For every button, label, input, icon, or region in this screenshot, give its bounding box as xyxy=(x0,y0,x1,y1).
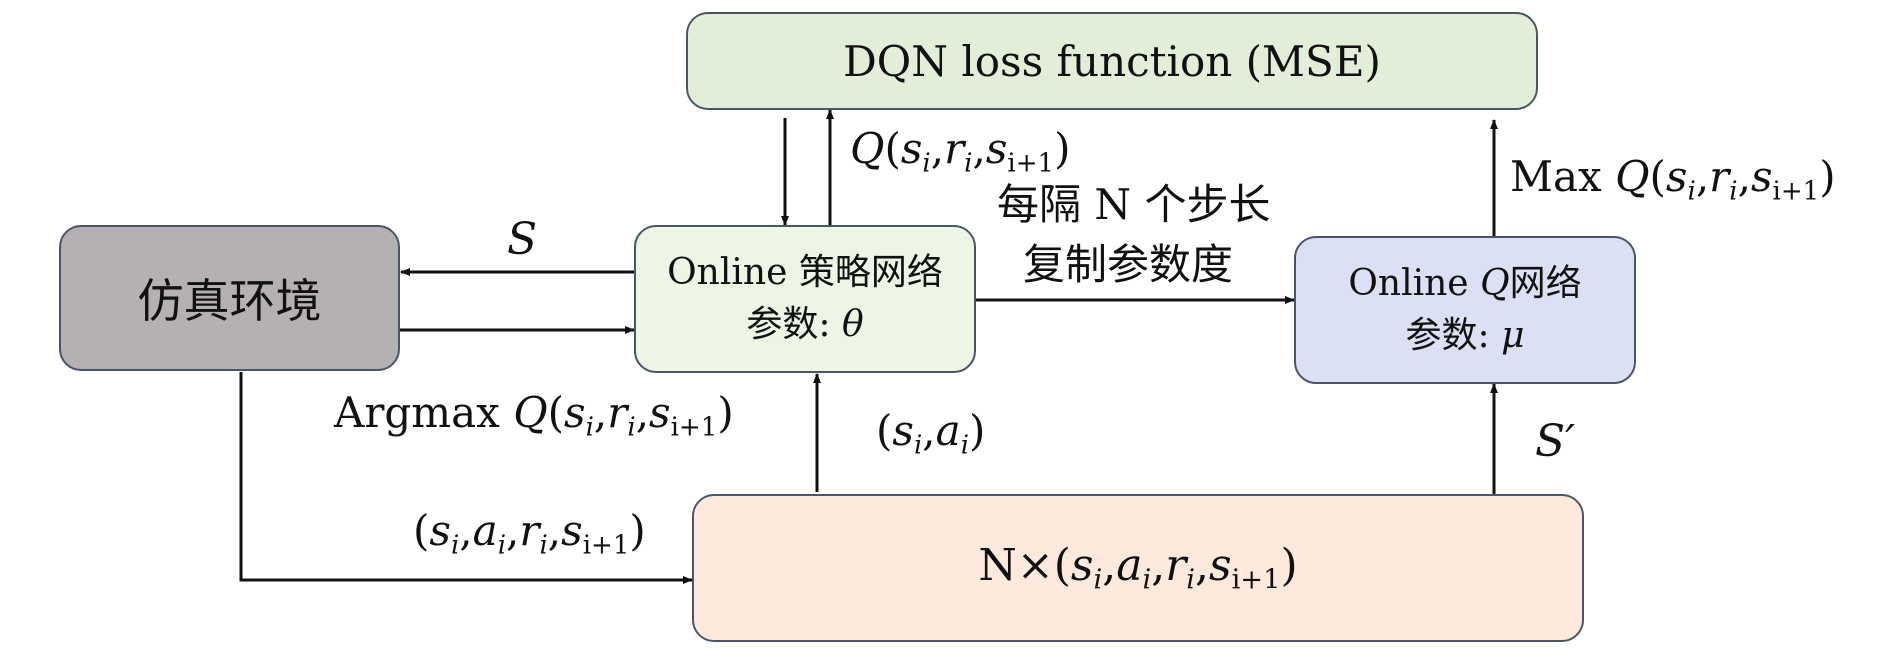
edge-label-next-state: S′ xyxy=(1535,416,1576,467)
simulation-environment-node: 仿真环境 xyxy=(59,225,400,371)
edge-label-state-action: (si,ai) xyxy=(876,406,986,461)
edge-label-transition: (si,ai,ri,si+1) xyxy=(413,506,646,561)
qnet-params: 参数: μ xyxy=(1405,315,1525,356)
edge-label-q-policy: Q(si,ri,si+1) xyxy=(850,124,1071,179)
edge-label-state: S xyxy=(507,214,538,265)
online-policy-network-node: Online 策略网络 参数: θ xyxy=(634,225,976,373)
replay-buffer-label: N×(si,ai,ri,si+1) xyxy=(978,540,1298,596)
edge-sim-to-buffer xyxy=(239,372,693,584)
simulation-environment-label: 仿真环境 xyxy=(137,274,322,328)
policy-params: 参数: θ xyxy=(746,304,864,345)
edge-label-max-q: Max Q(si,ri,si+1) xyxy=(1510,152,1836,207)
edge-label-copy-line2: 复制参数度 xyxy=(1023,240,1234,289)
replay-buffer-node: N×(si,ai,ri,si+1) xyxy=(692,494,1584,642)
edge-label-argmax-q: Argmax Q(si,ri,si+1) xyxy=(334,388,734,443)
qnet-title: Online Q网络 xyxy=(1348,262,1582,304)
loss-function-label: DQN loss function (MSE) xyxy=(843,36,1381,86)
policy-title: Online 策略网络 xyxy=(667,251,943,293)
loss-function-node: DQN loss function (MSE) xyxy=(686,12,1538,110)
edge-label-copy-line1: 每隔 N 个步长 xyxy=(997,180,1271,229)
online-q-network-node: Online Q网络 参数: μ xyxy=(1294,236,1636,384)
